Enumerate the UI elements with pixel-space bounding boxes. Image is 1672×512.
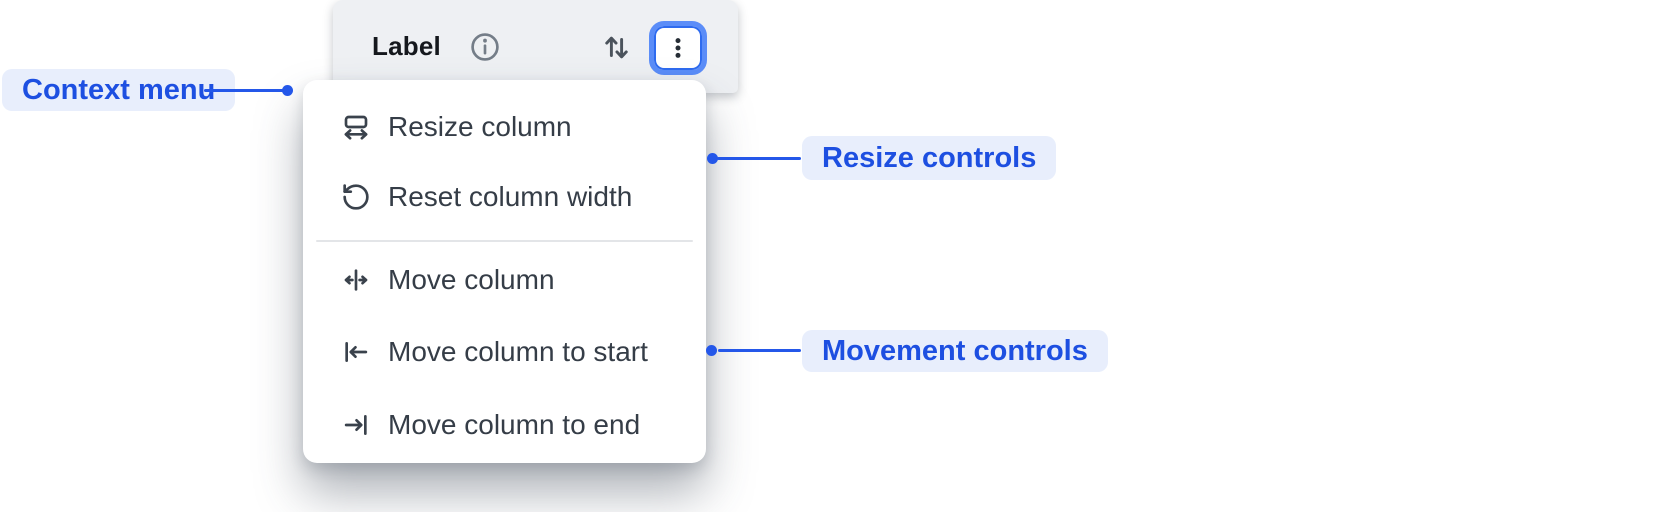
- move-column-icon: [344, 269, 368, 291]
- column-header-title: Label: [372, 31, 441, 61]
- resize-column-icon: [344, 115, 368, 140]
- move-column-to-start-icon: [345, 342, 368, 362]
- annotation-connector-line: [204, 89, 284, 92]
- annotation-connector-dot: [706, 345, 717, 356]
- annotation-resize-controls: Resize controls: [802, 136, 1057, 180]
- menu-item-resize-column[interactable]: Resize column: [303, 99, 706, 155]
- annotation-connector-dot: [282, 85, 293, 96]
- annotation-connector-line: [717, 157, 801, 160]
- menu-item-label: Move column to end: [388, 409, 641, 440]
- menu-item-label: Move column to start: [388, 336, 648, 367]
- column-header: Label: [333, 0, 738, 93]
- menu-item-label: Resize column: [388, 111, 572, 142]
- column-context-menu: Resize column Reset column width Move co…: [303, 80, 706, 463]
- annotation-connector-line: [718, 349, 801, 352]
- menu-item-label: Move column: [388, 264, 555, 295]
- annotation-context-menu: Context menu: [2, 69, 236, 111]
- menu-item-label: Reset column width: [388, 181, 633, 212]
- reset-column-width-icon: [343, 184, 369, 210]
- annotation-movement-controls: Movement controls: [802, 330, 1108, 372]
- menu-item-move-column-to-start[interactable]: Move column to start: [303, 324, 706, 380]
- menu-item-move-column[interactable]: Move column: [303, 252, 706, 308]
- menu-item-reset-column-width[interactable]: Reset column width: [303, 169, 706, 225]
- kebab-menu-icon: [675, 38, 681, 58]
- info-icon[interactable]: [469, 31, 501, 63]
- move-column-to-end-icon: [344, 415, 367, 435]
- sort-arrows-icon[interactable]: [599, 30, 634, 65]
- menu-divider: [316, 240, 693, 242]
- annotation-connector-dot: [707, 153, 718, 164]
- menu-item-move-column-to-end[interactable]: Move column to end: [303, 397, 706, 453]
- column-menu-button[interactable]: [649, 21, 707, 75]
